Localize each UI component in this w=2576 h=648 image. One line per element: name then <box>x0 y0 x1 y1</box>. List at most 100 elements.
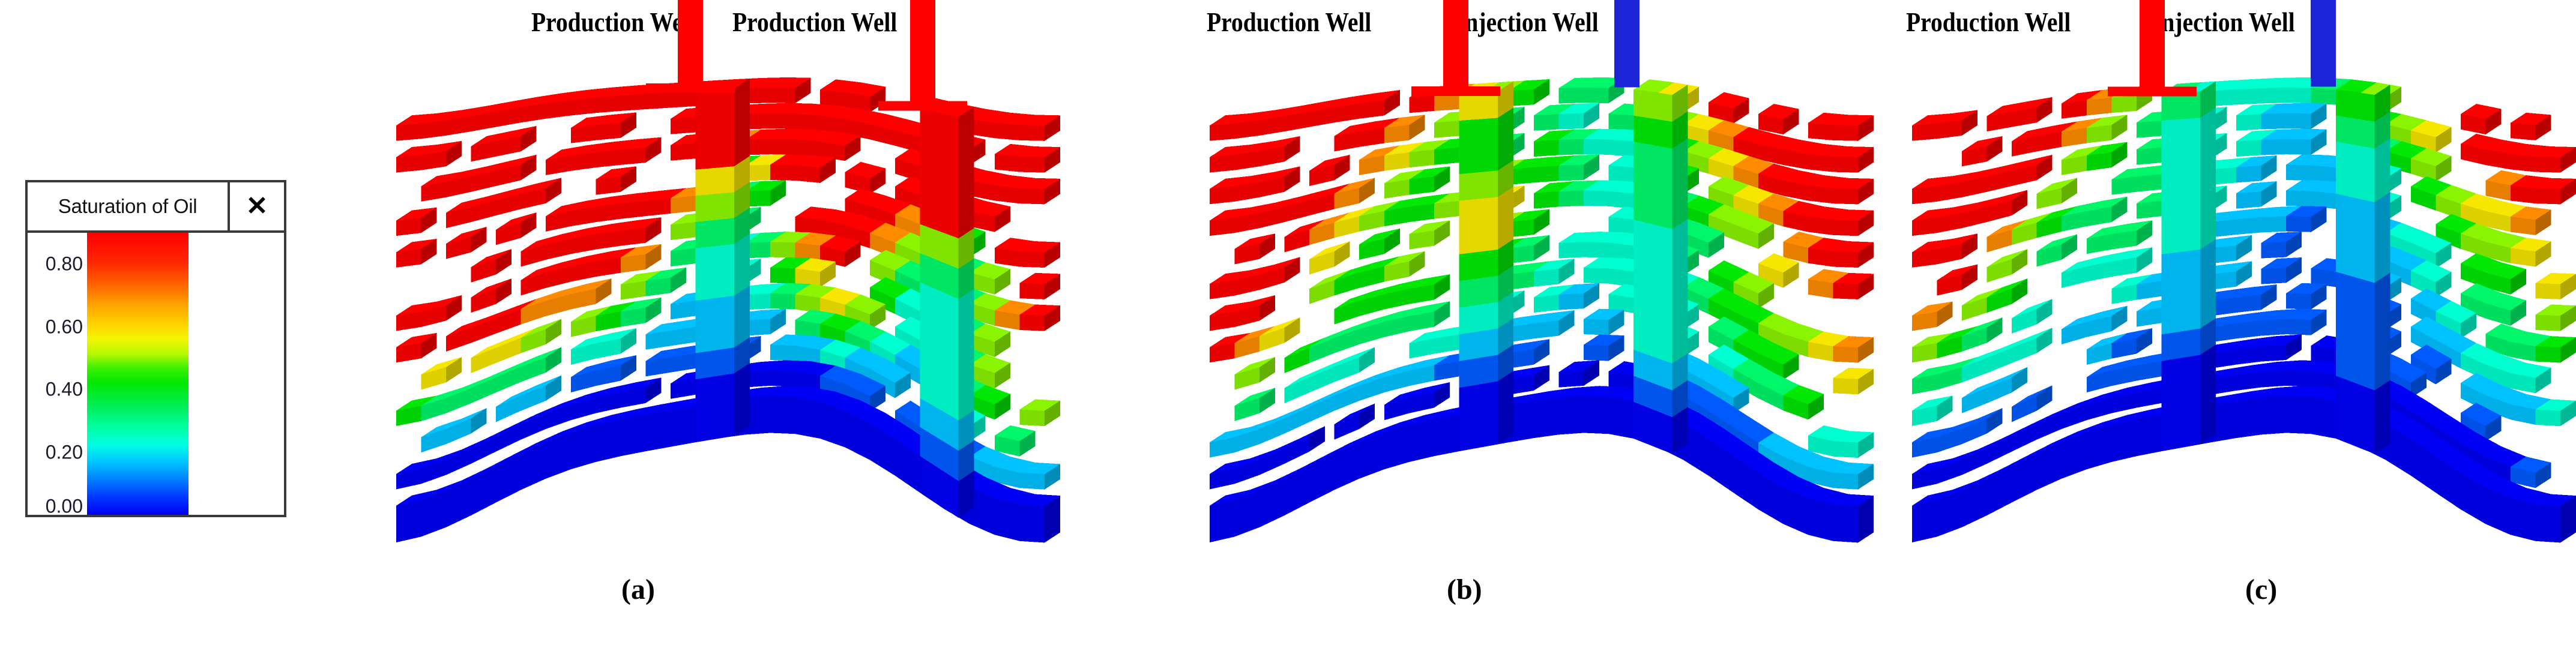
cell-top-r0-c1 <box>1937 110 1978 124</box>
cell-top-r1-c15 <box>770 103 811 114</box>
cell-top-r3-c22 <box>2460 193 2502 211</box>
close-icon[interactable]: ✕ <box>228 182 284 230</box>
cell-top-r5-c6 <box>1359 228 1400 245</box>
cell-front-r3-c5 <box>2036 188 2062 209</box>
cell-front-r10-c10 <box>645 357 671 377</box>
cell-front-r2-c16 <box>1608 139 1634 157</box>
cell-front-r9-c23 <box>970 395 995 420</box>
cell-top-r9-c0 <box>1912 395 1953 411</box>
cell-front-r4-c25 <box>1833 251 1858 268</box>
cell-top-r12-c16 <box>795 387 836 402</box>
well-column-side-0-r1 <box>1497 107 1513 145</box>
cell-top-r11-c5 <box>1334 403 1375 425</box>
cell-top-r12-c25 <box>2535 494 2576 506</box>
cell-top-r2-c14 <box>2261 128 2302 140</box>
cell-top-r2-c19 <box>2386 141 2427 159</box>
cell-top-r6-c9 <box>620 244 662 258</box>
cell-front-r3-c16 <box>2311 165 2336 183</box>
cell-front-r0-c22 <box>2460 114 2486 134</box>
cell-front-r2-c25 <box>2535 188 2560 205</box>
cell-top-r5-c3 <box>471 249 512 268</box>
cell-front-r6-c11 <box>670 248 696 267</box>
well-column-1-r2 <box>1633 142 1673 176</box>
panel-caption-c: (c) <box>2245 574 2278 605</box>
cell-top-r12-c20 <box>1708 428 1749 456</box>
cell-front-r2-c4 <box>2012 164 2037 186</box>
production-well-marker <box>1411 0 1500 96</box>
cell-top-r2-c13 <box>1534 130 1575 142</box>
cell-side-r8-c18 <box>870 304 886 330</box>
cell-front-r5-c19 <box>1683 233 1709 258</box>
well-column-side-1-r12 <box>1672 407 1688 454</box>
cell-front-r8-c7 <box>2086 316 2112 337</box>
cell-top-r3-c20 <box>2410 176 2452 196</box>
cell-front-r12-c2 <box>1962 478 1987 527</box>
cell-front-r11-c2 <box>446 448 471 475</box>
cell-front-r5-c23 <box>2485 272 2511 295</box>
cell-front-r1-c4 <box>496 136 521 157</box>
cell-front-r8-c11 <box>670 301 696 320</box>
cell-top-r7-c15 <box>1584 257 1624 269</box>
cell-front-r6-c6 <box>546 266 571 288</box>
cell-top-r11-c3 <box>471 426 512 449</box>
wellhead-flange <box>2108 86 2197 97</box>
layer-group-front <box>1210 77 1874 543</box>
cell-top-r5-c5 <box>520 234 562 251</box>
cell-top-r9-c16 <box>795 310 836 324</box>
well-column-0-r0 <box>2161 91 2200 121</box>
cell-front-r12-c21 <box>1733 455 1758 509</box>
cell-front-r4-c4 <box>496 223 521 245</box>
cell-top-r8-c7 <box>2086 305 2128 322</box>
cell-front-r8-c6 <box>1359 322 1384 344</box>
cell-top-r2-c1 <box>1937 172 1978 187</box>
cell-side-r1-c2 <box>1986 136 2003 162</box>
cell-front-r1-c7 <box>570 125 596 143</box>
well-column-side-1-r5 <box>958 258 974 299</box>
cell-side-r6-c14 <box>2286 232 2302 257</box>
cell-top-r11-c19 <box>2386 386 2427 411</box>
well-column-1-r3 <box>2336 167 2375 203</box>
cell-front-r3-c23 <box>970 211 995 232</box>
cell-top-r2-c6 <box>2062 145 2102 160</box>
cell-front-r12-c7 <box>1384 425 1410 470</box>
cell-top-r11-c0 <box>396 458 437 474</box>
well-column-side-1-r12 <box>2374 407 2390 454</box>
cell-front-r2-c8 <box>1409 149 1434 168</box>
cell-top-r4-c6 <box>1359 200 1400 217</box>
cell-front-r10-c9 <box>1434 361 1459 381</box>
well-column-1-r12 <box>1633 401 1673 454</box>
cell-top-r9-c10 <box>645 320 686 335</box>
cell-front-r7-c2 <box>446 328 471 352</box>
cell-side-r0-c22 <box>2485 109 2502 134</box>
cell-top-r4-c3 <box>1284 219 1326 237</box>
production-shaft <box>2140 0 2165 89</box>
cell-top-r12-c3 <box>1986 455 2028 479</box>
cell-front-r10-c24 <box>1808 435 1833 457</box>
cell-side-r10-c14 <box>2286 334 2302 360</box>
cell-front-r11-c0 <box>396 469 421 490</box>
cell-front-r5-c9 <box>620 227 646 246</box>
cell-front-r11-c11 <box>670 379 696 399</box>
cell-top-r1-c25 <box>1833 146 1874 158</box>
cell-top-r7-c8 <box>1409 274 1450 289</box>
cell-front-r12-c6 <box>1359 433 1384 479</box>
cell-top-r12-c2 <box>1259 468 1300 491</box>
well-column-1-r7 <box>2336 271 2375 310</box>
well-column-side-1-r3 <box>958 197 974 239</box>
cell-side-r8-c9 <box>645 297 662 323</box>
cell-front-r1-c15 <box>2286 113 2311 129</box>
cell-side-r5-c4 <box>1334 241 1350 267</box>
cell-top-r7-c23 <box>1783 323 1824 342</box>
well-column-1-r11 <box>2336 376 2375 418</box>
cell-front-r5-c23 <box>970 272 995 295</box>
cell-side-r1-c25 <box>2560 147 2576 173</box>
cell-top-r7-c2 <box>1962 317 2003 337</box>
cell-top-r9-c24 <box>2510 394 2551 410</box>
well-column-1-r12 <box>920 455 959 518</box>
cell-front-r5-c3 <box>471 259 496 283</box>
cell-top-r11-c21 <box>2436 416 2476 443</box>
cell-front-r1-c23 <box>2485 149 2511 170</box>
cell-front-r9-c9 <box>1434 334 1459 354</box>
cell-front-r12-c22 <box>1758 472 1784 524</box>
